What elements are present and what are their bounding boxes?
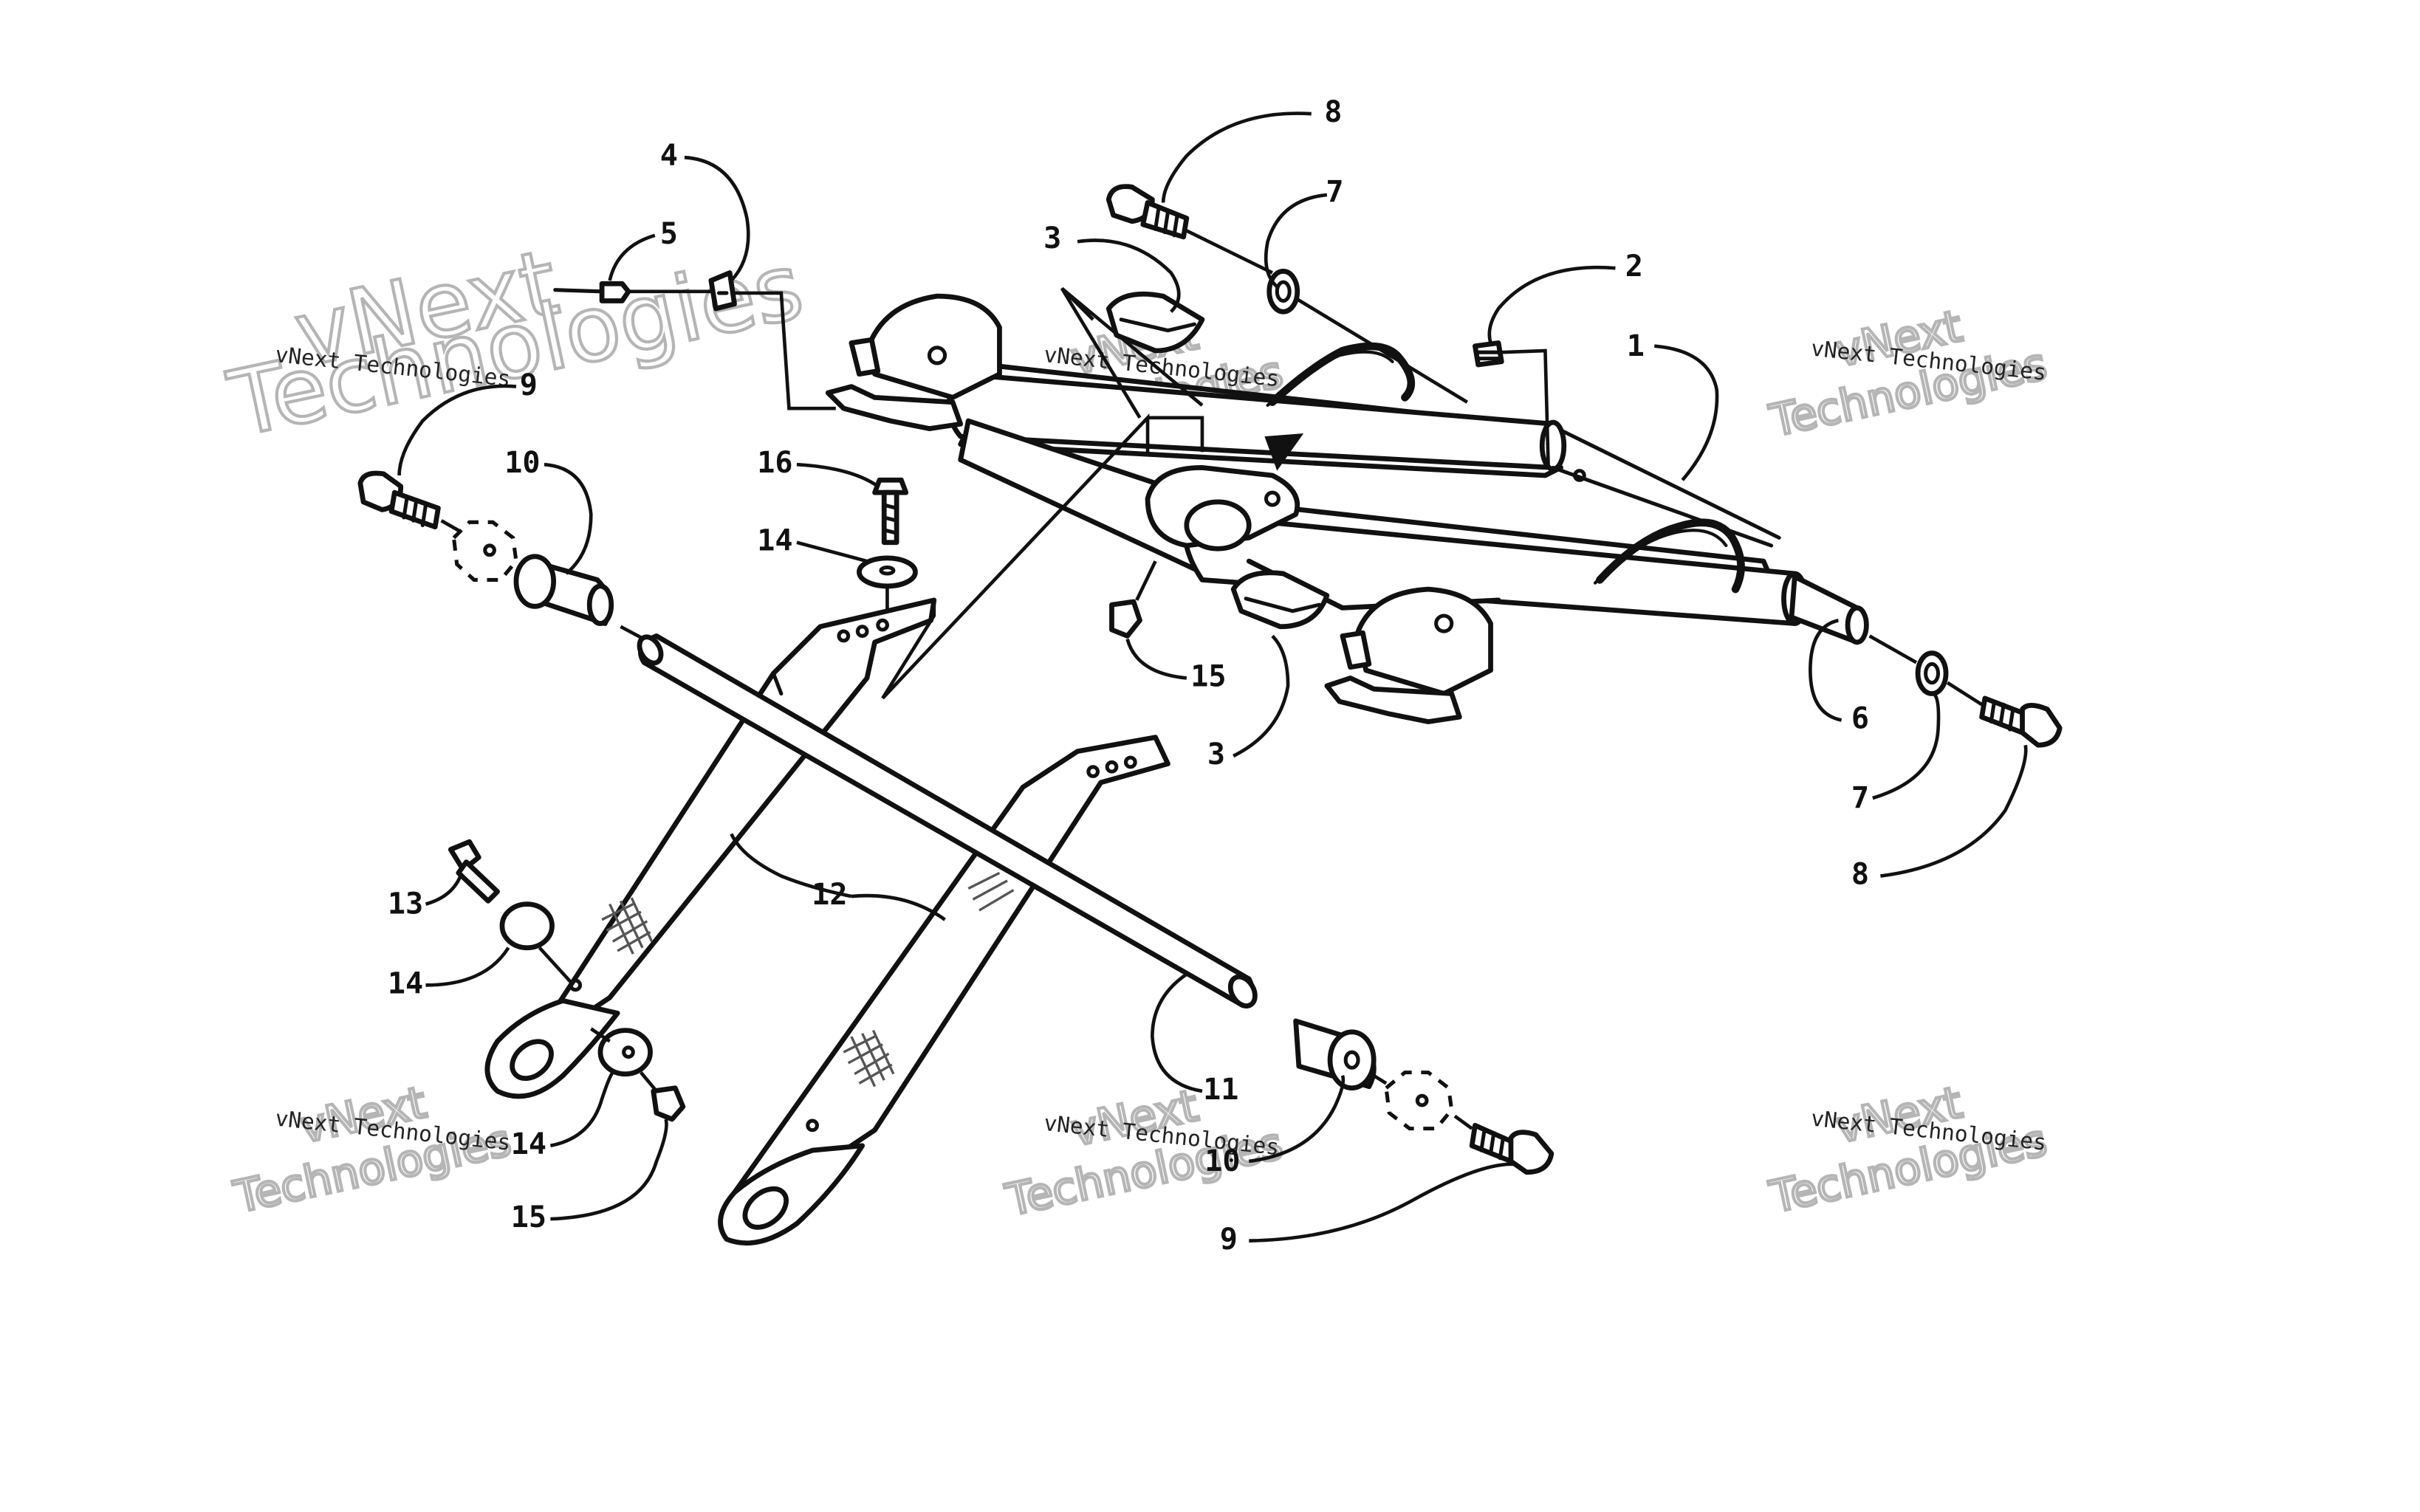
callout-15-top: 15 <box>1190 659 1226 693</box>
strap-bracket-leader <box>881 413 1204 700</box>
washer-16 <box>857 555 918 589</box>
rubber-pad-top <box>1106 291 1205 354</box>
loop-bracket-front <box>1593 518 1745 594</box>
end-bushing <box>1789 574 1869 645</box>
pad-assembly-leader <box>1060 286 1204 419</box>
loop-bracket-rear <box>1266 342 1416 408</box>
bolt-bottom-right <box>1469 1123 1555 1175</box>
bolt-16 <box>872 477 909 546</box>
mounting-bracket-left <box>825 293 1002 431</box>
reference-arrow-icon <box>1264 433 1304 471</box>
callout-9-bottom: 9 <box>1220 1223 1238 1257</box>
callout-5: 5 <box>660 217 678 251</box>
callout-3-bottom: 3 <box>1207 738 1225 772</box>
axis-line-right <box>1868 634 1918 664</box>
bushing-right <box>1293 1018 1377 1091</box>
flange-plate <box>1145 433 1304 551</box>
callout-4: 4 <box>660 139 678 173</box>
callout-leaders <box>397 111 2028 1243</box>
callout-14-top: 14 <box>757 524 792 558</box>
cross-rod <box>637 633 1258 1008</box>
callout-12: 12 <box>812 878 847 912</box>
bolt-right <box>1979 695 2063 748</box>
tab-clip <box>708 270 737 312</box>
grease-fitting <box>1473 340 1586 482</box>
washer-13 <box>499 901 555 951</box>
mounting-bracket-right <box>1324 586 1493 724</box>
callout-7-right: 7 <box>1851 781 1869 815</box>
axis-line-top-2 <box>1296 298 1469 404</box>
callout-16: 16 <box>757 446 792 480</box>
axis-line-bottom-2 <box>1453 1114 1473 1130</box>
hatch-mark-left <box>601 897 654 955</box>
axis-line-13 <box>538 946 572 983</box>
callout-8-right: 8 <box>1851 858 1869 892</box>
rubber-pad-front <box>1230 570 1330 630</box>
bushing-left <box>513 554 614 626</box>
axis-line-right-2 <box>1946 681 1983 707</box>
watermark-top-left: vNext Technologies <box>219 227 813 458</box>
callout-8-top: 8 <box>1324 95 1342 129</box>
nut-lower <box>651 1085 686 1122</box>
lock-washer-right <box>1915 650 1949 696</box>
callout-14-middle: 14 <box>388 966 423 1000</box>
axis-line-left-2 <box>620 625 645 641</box>
tie-strap-left <box>484 597 937 1099</box>
nut-upper <box>1109 560 1157 639</box>
callout-6: 6 <box>1851 701 1869 735</box>
callout-15-bottom: 15 <box>511 1200 546 1234</box>
tie-strap-right <box>718 735 1170 1246</box>
callout-10-bottom: 10 <box>1204 1144 1240 1178</box>
axis-line-top <box>1185 229 1273 275</box>
axis-line-lower-2 <box>640 1071 658 1093</box>
axis-line-bottom <box>1372 1073 1388 1085</box>
callout-13: 13 <box>388 887 423 921</box>
callout-labels: 1 2 3 3 4 5 6 7 7 8 8 9 9 10 10 11 12 13… <box>388 95 1869 1256</box>
callout-9-left: 9 <box>520 368 538 402</box>
hatch-mark-right <box>843 871 1015 1087</box>
callout-10-left: 10 <box>504 446 540 480</box>
bolt-13 <box>448 839 500 904</box>
callout-1: 1 <box>1627 329 1645 363</box>
callout-2: 2 <box>1625 250 1643 284</box>
callout-3-top: 3 <box>1043 221 1061 255</box>
rivet <box>553 281 713 303</box>
axis-line-lower <box>590 1027 611 1043</box>
bolt-top <box>1106 184 1190 240</box>
clip-assembly-line <box>734 291 836 410</box>
callout-7-top: 7 <box>1326 175 1343 209</box>
lock-washer-top <box>1266 268 1300 315</box>
washer-lower <box>597 1028 653 1077</box>
bolt-left <box>357 470 441 530</box>
callout-11: 11 <box>1203 1073 1238 1107</box>
callout-14-bottom: 14 <box>511 1127 546 1161</box>
